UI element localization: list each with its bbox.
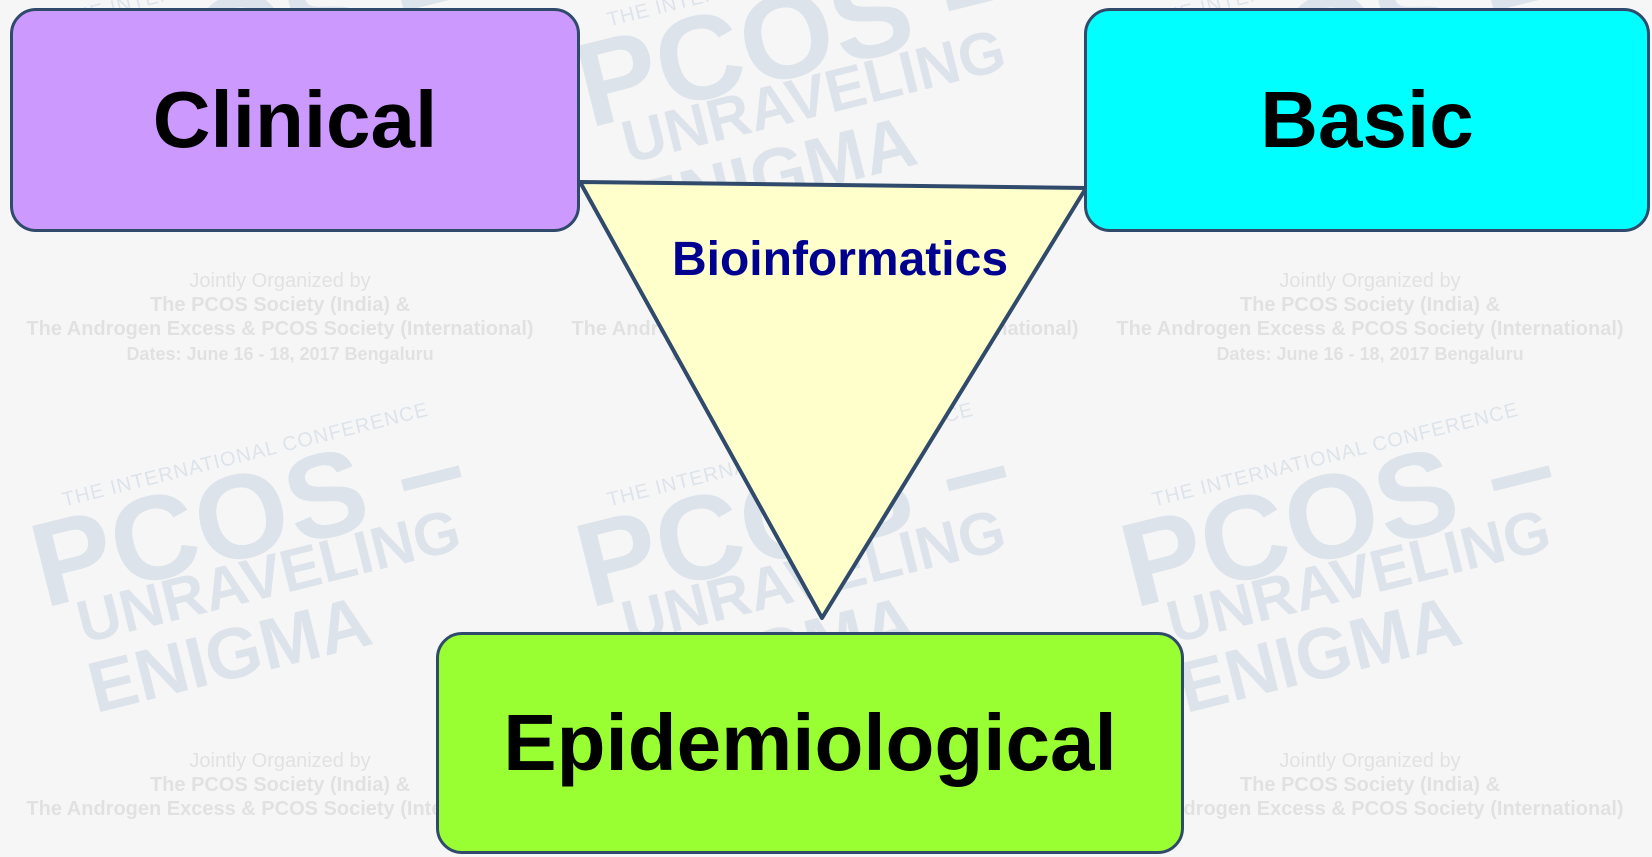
watermark-text: The PCOS Society (India) & [1239,774,1501,796]
watermark-text: Dates: June 16 - 18, 2017 Bengaluru [126,344,434,364]
clinical-label: Clinical [152,75,438,164]
epidemiological-box: Epidemiological [436,632,1184,854]
watermark-text: Jointly Organized by [1279,750,1461,772]
watermark-tile: THE INTERNATIONAL CONFERENCE PCOS – UNRA… [0,0,560,364]
watermark-text: Jointly Organized by [189,270,371,292]
epidemiological-label: Epidemiological [503,698,1117,787]
watermark-text: The Androgen Excess & PCOS Society (Inte… [1116,318,1624,340]
watermark-text: The PCOS Society (India) & [149,294,411,316]
watermark-text: Jointly Organized by [189,750,371,772]
watermark-tile: THE INTERNATIONAL CONFERENCE PCOS – UNRA… [1090,0,1650,364]
watermark-text: The PCOS Society (India) & [1239,294,1501,316]
basic-box: Basic [1084,8,1650,232]
watermark-text: The Androgen Excess & PCOS Society (Inte… [26,318,534,340]
watermark-text: The Androgen Excess & PCOS Society (Inte… [1116,798,1624,820]
watermark-text: Jointly Organized by [1279,270,1461,292]
watermark-text: The Androgen Excess & PCOS Society (Inte… [26,798,534,820]
watermark-tile: THE INTERNATIONAL CONFERENCE PCOS – UNRA… [0,397,560,840]
bioinformatics-label: Bioinformatics [671,233,1009,286]
center-triangle [578,180,1088,620]
basic-label: Basic [1260,75,1474,164]
watermark-tile: THE INTERNATIONAL CONFERENCE PCOS – UNRA… [1090,397,1650,840]
clinical-box: Clinical [10,8,580,232]
watermark-text: The PCOS Society (India) & [149,774,411,796]
watermark-text: Dates: June 16 - 18, 2017 Bengaluru [1216,344,1524,364]
